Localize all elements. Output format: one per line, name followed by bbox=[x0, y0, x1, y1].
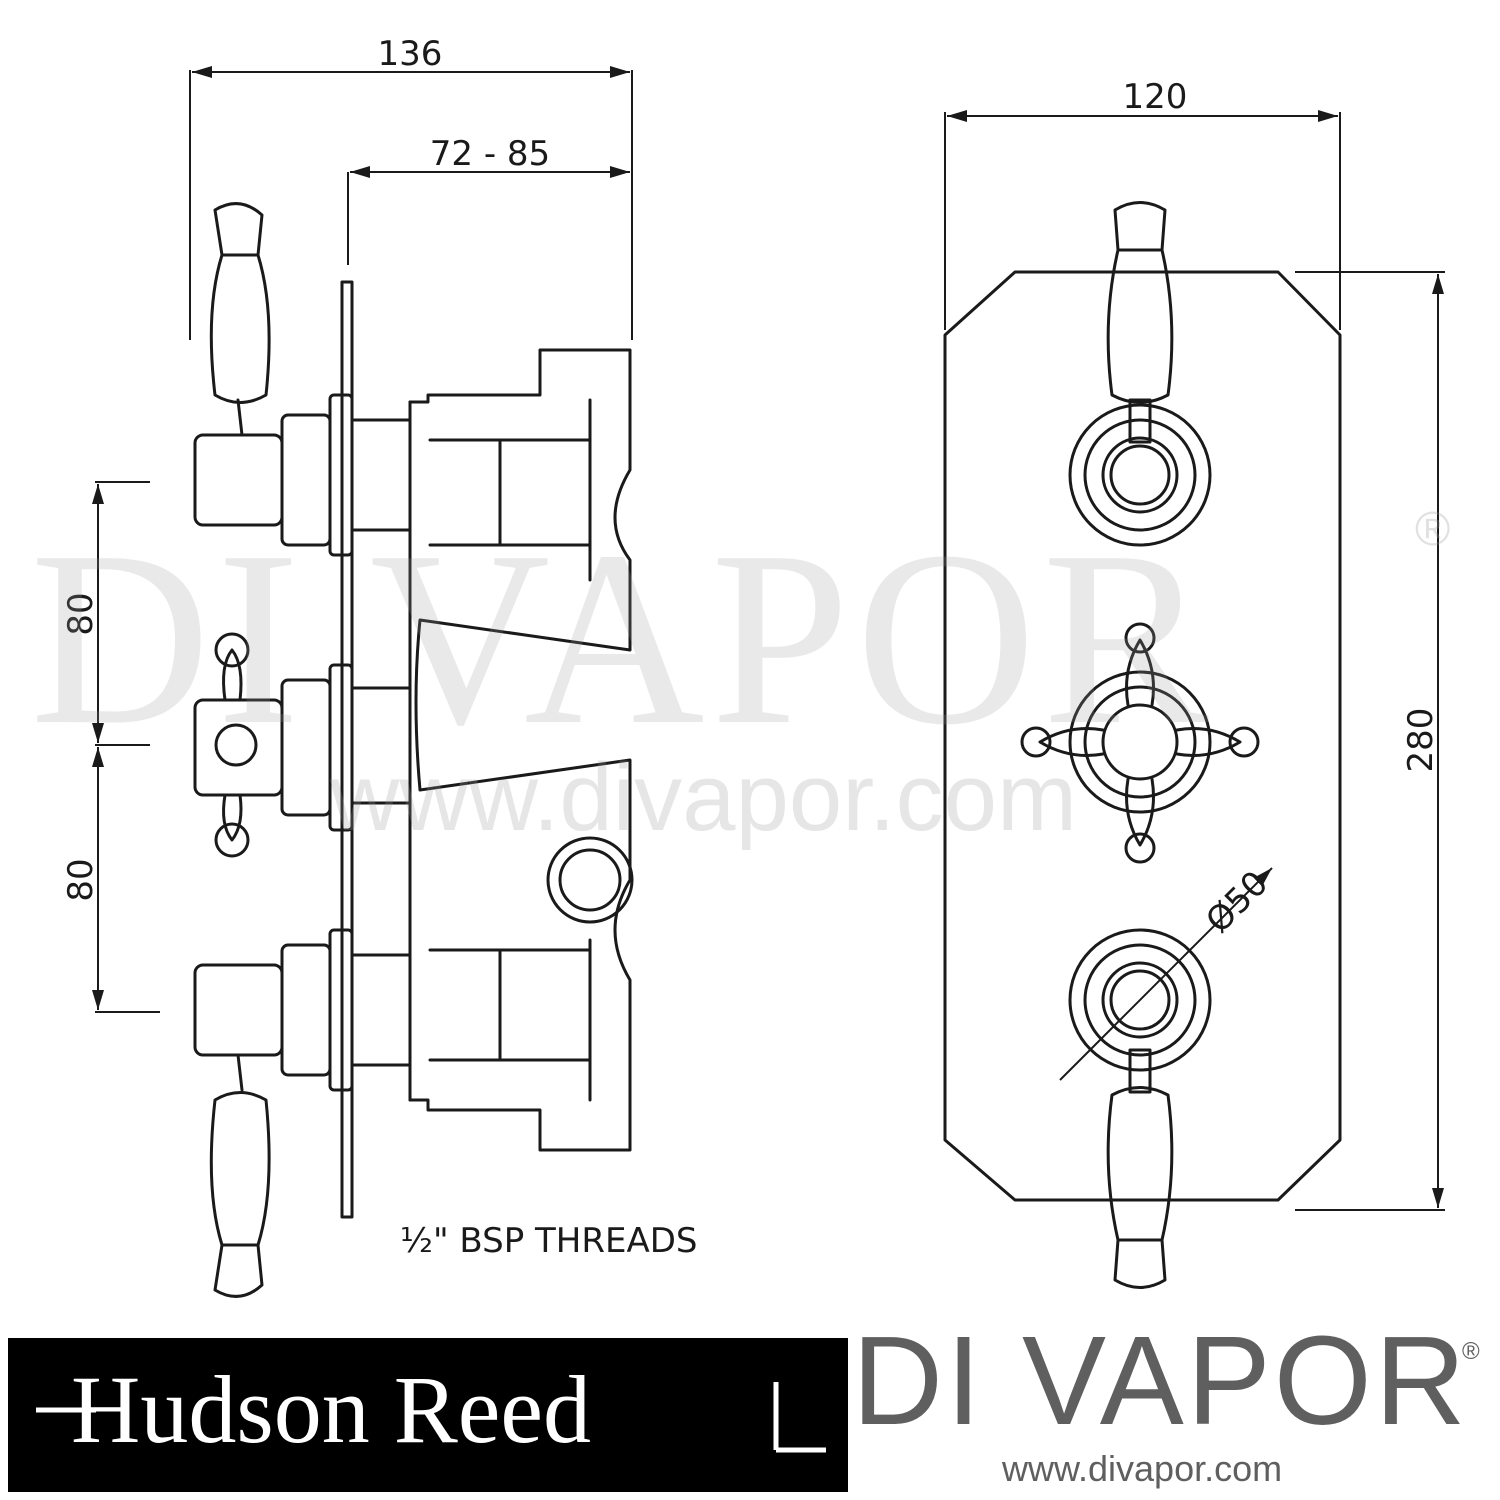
cross-arm-top bbox=[1125, 638, 1155, 707]
threads-note: ½" BSP THREADS bbox=[400, 1221, 697, 1261]
handle-top-front bbox=[1068, 201, 1212, 547]
face-plate bbox=[943, 270, 1342, 1202]
dim-depth-range: 72 - 85 bbox=[430, 134, 550, 174]
dim-overall-depth: 136 bbox=[378, 34, 443, 74]
cross-arm-left bbox=[1038, 727, 1105, 757]
cross-arm-right bbox=[1175, 727, 1242, 757]
handle-bottom-side bbox=[193, 928, 412, 1298]
watermark-brand: DI VAPOR bbox=[30, 500, 1215, 777]
dim-line-diameter bbox=[1059, 867, 1273, 1081]
cross-arm-bottom bbox=[1125, 777, 1155, 847]
watermark-registered: ® bbox=[1415, 503, 1450, 556]
handle-bottom-front bbox=[1068, 928, 1212, 1289]
hudson-reed-logo-background bbox=[8, 1338, 848, 1492]
lever-handle bbox=[209, 202, 271, 404]
dim-plate-height: 280 bbox=[1401, 708, 1441, 773]
dim-spacing-top: 80 bbox=[61, 592, 101, 635]
handle-middle-front bbox=[1020, 622, 1260, 864]
outlet-port bbox=[546, 836, 634, 924]
divapor-registered-mark: ® bbox=[1462, 1338, 1480, 1365]
handle-top-side bbox=[193, 202, 412, 557]
hudson-reed-logo-text: Hudson Reed bbox=[71, 1356, 591, 1463]
divapor-website: www.divapor.com bbox=[1002, 1448, 1283, 1489]
valve-body bbox=[408, 348, 632, 1152]
divapor-brand: DI VAPOR bbox=[852, 1310, 1469, 1451]
technical-drawing: 136 72 - 85 bbox=[30, 34, 1450, 1298]
lever-handle bbox=[209, 1091, 271, 1298]
cross-arm-bottom bbox=[222, 793, 243, 842]
watermark-url: www.divapor.com bbox=[329, 744, 1077, 851]
handle-middle-side bbox=[193, 632, 412, 858]
lever-handle bbox=[1106, 1086, 1174, 1289]
watermark: DI VAPOR ® www.divapor.com bbox=[30, 500, 1450, 851]
cross-arm-top bbox=[222, 648, 243, 702]
dim-plate-width: 120 bbox=[1123, 77, 1188, 117]
outlet-port-inner bbox=[558, 848, 622, 912]
side-view: 136 72 - 85 bbox=[61, 34, 697, 1298]
dim-spacing-bottom: 80 bbox=[61, 858, 101, 901]
lever-handle bbox=[1106, 201, 1174, 404]
hudson-reed-logo: Hudson Reed bbox=[36, 1356, 826, 1463]
